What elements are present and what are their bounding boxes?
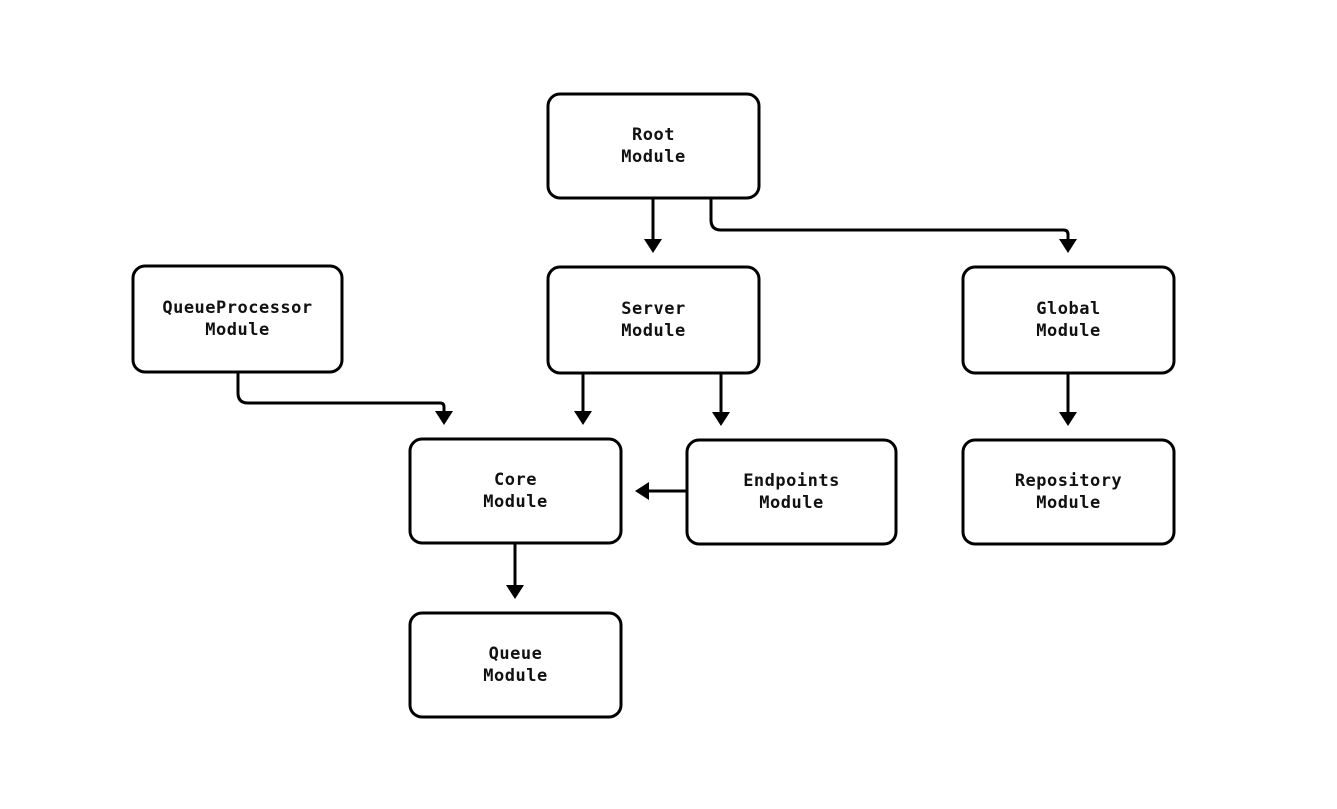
root-module-label-line: Root	[632, 125, 675, 145]
core-module-box[interactable]	[408, 437, 623, 545]
edge-core-to-queue-arrowhead	[506, 585, 524, 599]
core-module-label-line: Core	[494, 470, 537, 490]
edge-server-to-core	[574, 373, 592, 425]
edge-root-to-server	[644, 198, 662, 253]
server-module-label-line: Server	[621, 299, 685, 319]
global-module-box[interactable]	[961, 265, 1176, 375]
repository-module-box[interactable]	[961, 438, 1176, 546]
edge-queueprocessor-to-core	[236, 372, 453, 425]
edge-root-to-global	[709, 198, 1077, 253]
endpoints-module-label-line: Endpoints	[743, 471, 840, 491]
edge-root-to-global-arrowhead	[1059, 239, 1077, 253]
queue-module-box[interactable]	[408, 611, 623, 719]
queueprocessor-module-label-line: Module	[205, 320, 269, 340]
queueprocessor-module-box[interactable]	[131, 264, 344, 374]
edge-endpoints-to-core	[635, 482, 687, 500]
edge-root-to-global-line	[709, 198, 1070, 239]
root-module-box[interactable]	[546, 92, 761, 200]
repository-module-label-line: Module	[1036, 493, 1100, 513]
global-module-label-line: Global	[1036, 299, 1100, 319]
endpoints-module-label-line: Module	[759, 493, 823, 513]
endpoints-module-box[interactable]	[685, 438, 898, 546]
queue-module-label-line: Queue	[489, 644, 543, 664]
edge-global-to-repository-arrowhead	[1059, 412, 1077, 426]
edge-queueprocessor-to-core-line	[236, 372, 446, 411]
edge-queueprocessor-to-core-arrowhead	[435, 411, 453, 425]
server-module-box[interactable]	[546, 265, 761, 375]
edge-server-to-endpoints	[712, 373, 730, 426]
repository-module-label-line: Repository	[1015, 471, 1122, 491]
queueprocessor-module-label-line: QueueProcessor	[162, 298, 312, 318]
server-module-label-line: Module	[621, 321, 685, 341]
global-module-label-line: Module	[1036, 321, 1100, 341]
queue-module-label-line: Module	[483, 666, 547, 686]
edge-global-to-repository	[1059, 373, 1077, 426]
edge-server-to-endpoints-arrowhead	[712, 412, 730, 426]
core-module-label-line: Module	[483, 492, 547, 512]
edge-root-to-server-arrowhead	[644, 239, 662, 253]
edge-core-to-queue	[506, 543, 524, 599]
root-module-label-line: Module	[621, 147, 685, 167]
edges-layer	[236, 198, 1077, 599]
edge-server-to-core-arrowhead	[574, 411, 592, 425]
edge-endpoints-to-core-arrowhead	[635, 482, 649, 500]
